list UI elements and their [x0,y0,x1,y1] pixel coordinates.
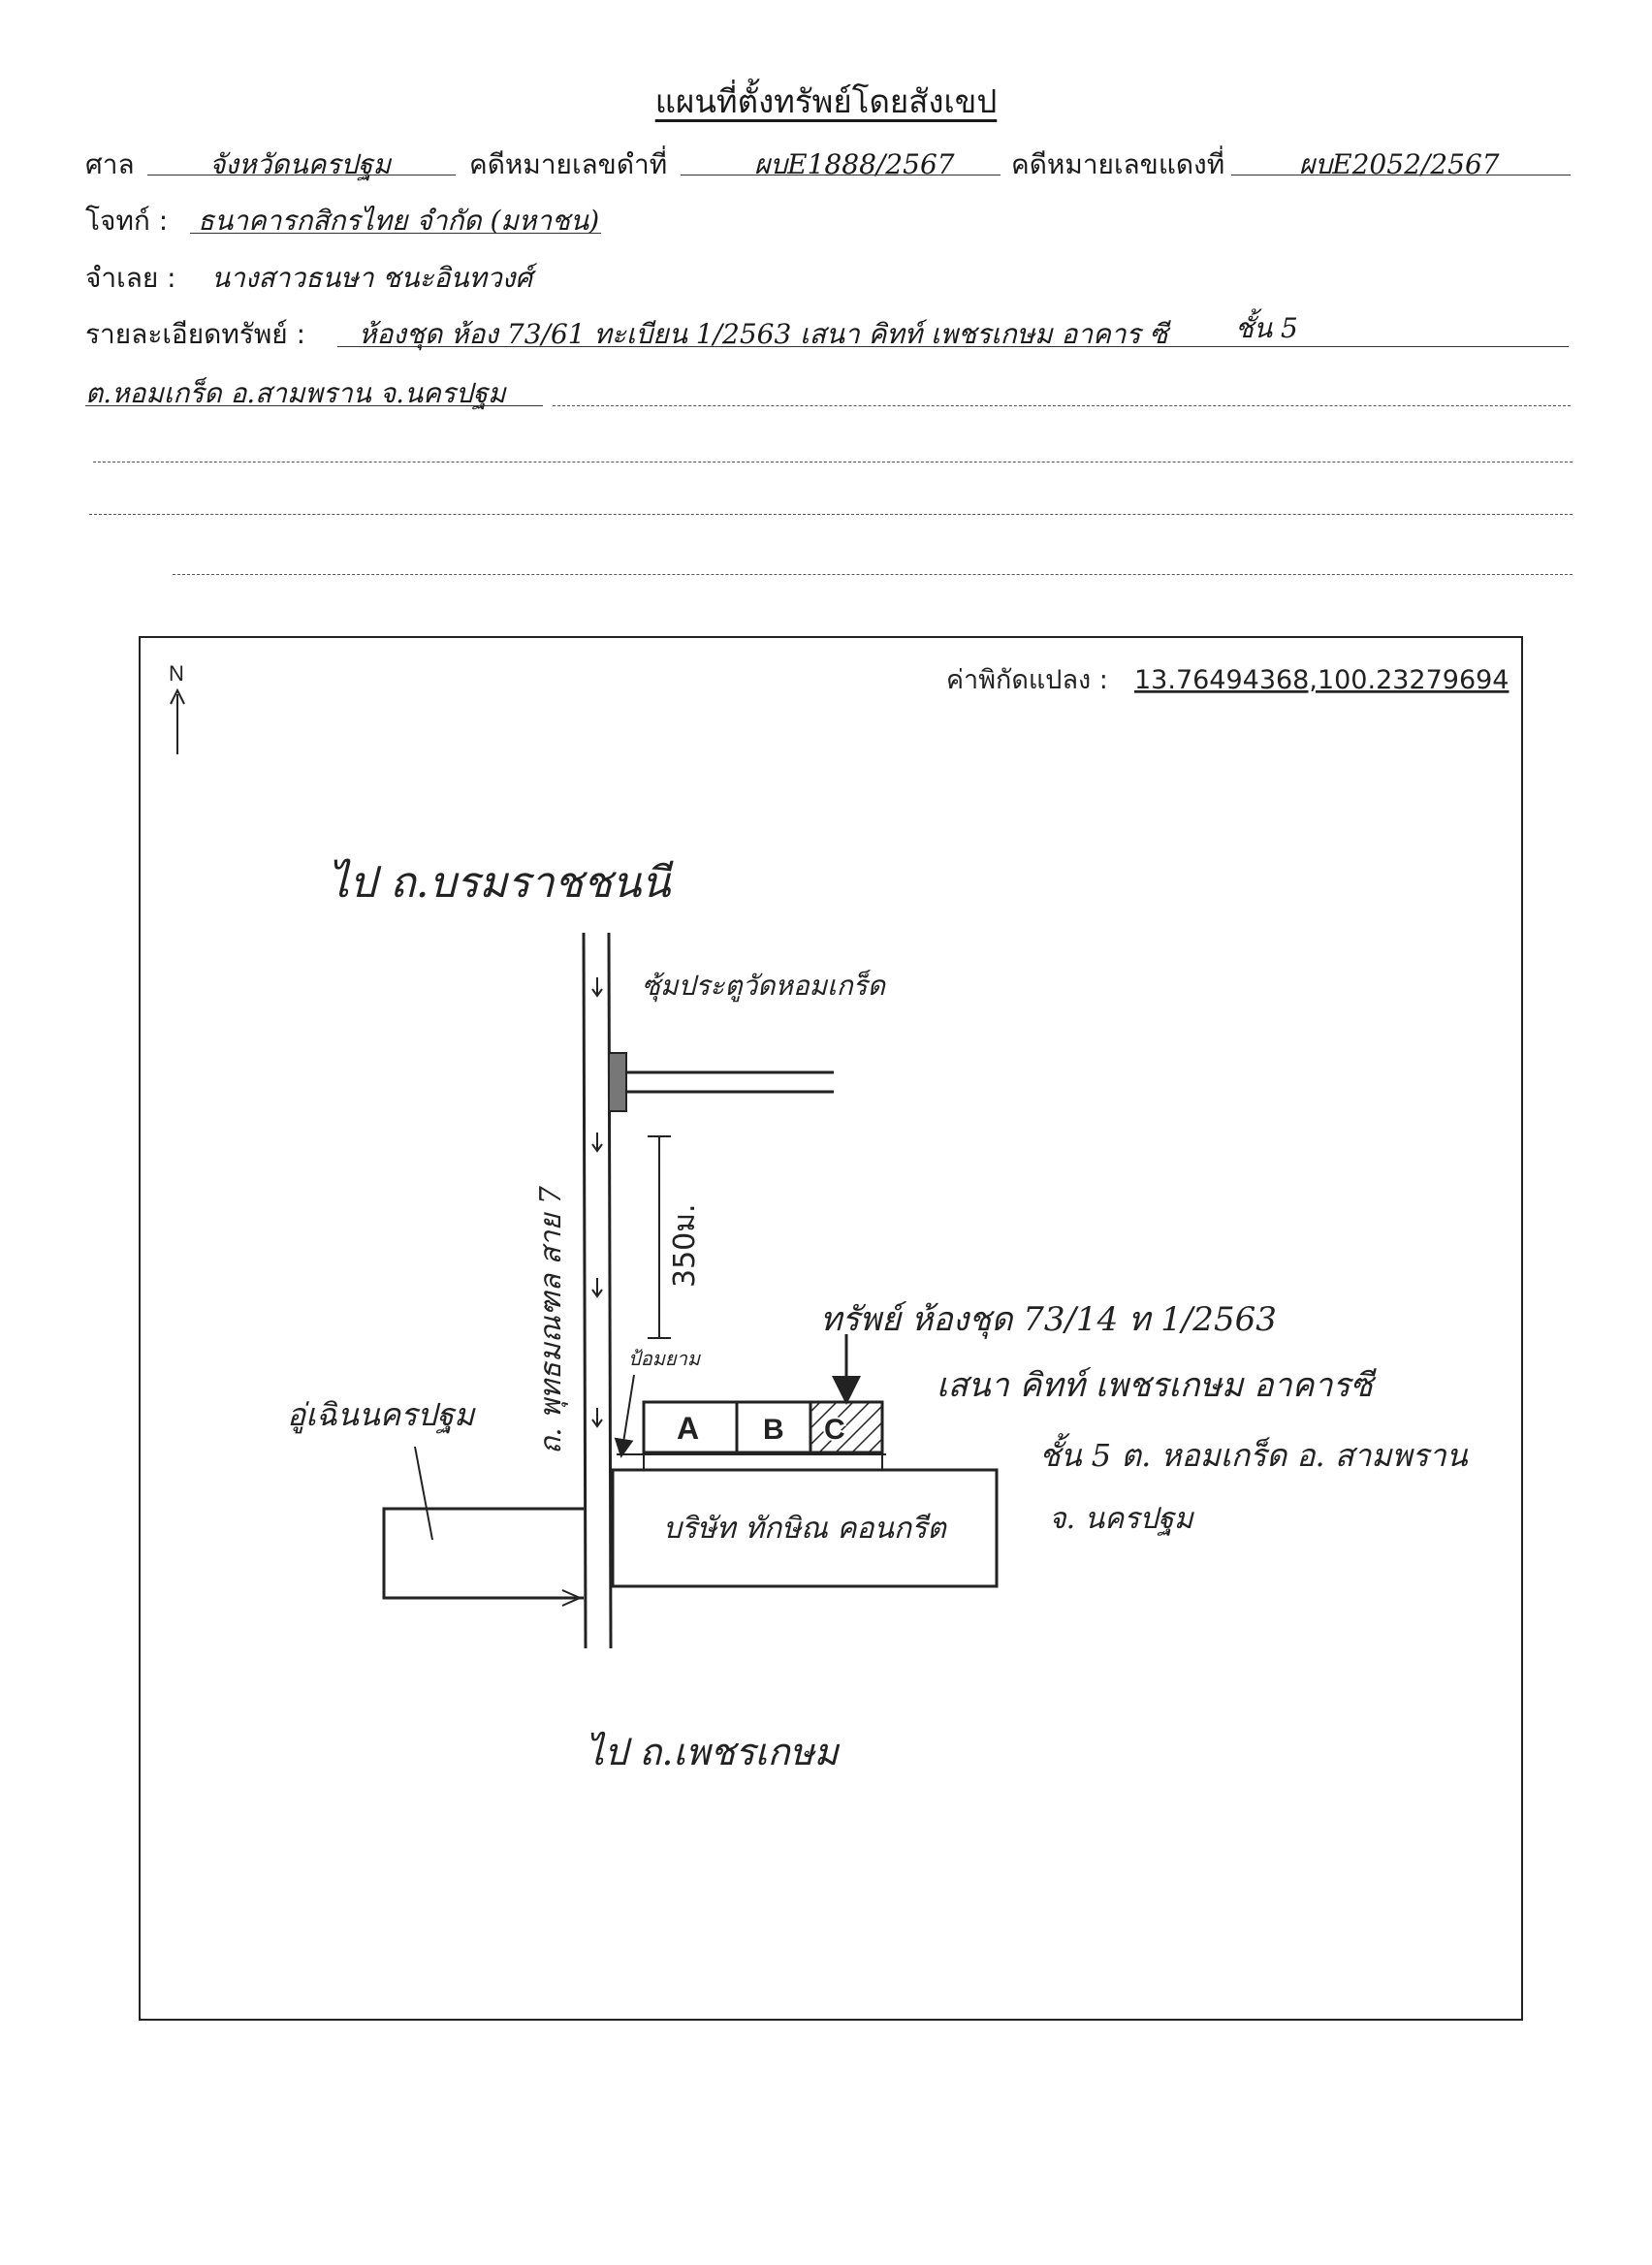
property-note-1: ทรัพย์ ห้องชุด 73/14 ท 1/2563 [820,1300,1277,1339]
line2-fill [553,405,1571,406]
property-note-3: ชั้น 5 ต. หอมเกร็ด อ. สามพราน [1039,1433,1469,1474]
coordinates-label: ค่าพิกัดแปลง : [946,665,1108,695]
line2-underline [85,405,543,406]
defendant-value: นางสาวธนษา ชนะอินทวงศ์ [211,262,533,294]
defendant-label: จำเลย : [85,262,176,294]
property-note-4: จ. นครปฐม [1049,1502,1195,1536]
property-line2-row: ต.หอมเกร็ด อ.สามพราน จ.นครปฐม [85,372,1578,417]
property-line2: ต.หอมเกร็ด อ.สามพราน จ.นครปฐม [85,377,506,409]
coordinates-value: 13.76494368,100.23279694 [1134,665,1509,695]
building-a-label: A [677,1411,699,1446]
property-row: รายละเอียดทรัพย์ : ห้องชุด ห้อง 73/61 ทะ… [85,312,1598,358]
building-c-label: C [824,1414,845,1446]
property-underline [337,346,1569,347]
defendant-row: จำเลย : นางสาวธนษา ชนะอินทวงศ์ [85,257,1578,302]
north-arrow-icon [170,687,185,754]
to-south-label: ไป ถ.เพชรเกษม [586,1731,841,1773]
plaintiff-row: โจทก์ : ธนาคารกสิกรไทย จำกัด (มหาชน) [85,200,1578,244]
north-label: N [169,661,184,686]
property-floor: ชั้น 5 [1235,312,1298,344]
guard-post-label: ป้อมยาม [628,1347,702,1370]
road-name: ถ. พุทธมณฑล สาย 7 [534,1185,568,1454]
black-case-label: คดีหมายเลขดำที่ [469,148,668,180]
plaintiff-underline [190,233,601,234]
guard-post-arrow-icon [614,1374,635,1458]
depot-leader-line [414,1446,433,1541]
plaintiff-label: โจทก์ : [85,205,169,237]
court-label: ศาล [85,148,135,180]
company-label: บริษัท ทักษิณ คอนกรีต [663,1512,947,1546]
main-road [582,932,613,1649]
blank-line-3 [173,574,1573,575]
property-value: ห้องชุด ห้อง 73/61 ทะเบียน 1/2563 เสนา ค… [359,318,1168,350]
company-plot [611,1468,999,1588]
temple-soi [608,1052,834,1112]
blank-line-1 [93,462,1573,463]
condo-buildings [617,1400,886,1470]
document-title: แผนที่ตั้งทรัพย์โดยสังเขป [654,82,998,120]
to-north-label: ไป ถ.บรมราชชนนี [328,858,674,908]
depot-label: อู่เฉินนครปฐม [287,1396,476,1434]
plaintiff-value: ธนาคารกสิกรไทย จำกัด (มหาชน) [198,205,600,237]
soi-label: ซุ้มประตูวัดหอมเกร็ด [642,970,887,1003]
distance-indicator [648,1135,671,1339]
red-case-label: คดีหมายเลขแดงที่ [1011,148,1225,180]
building-b-label: B [763,1414,784,1446]
distance-label: 350ม. [668,1203,702,1288]
property-label: รายละเอียดทรัพย์ : [85,318,306,350]
depot-plot [382,1507,584,1607]
blank-line-2 [89,514,1573,515]
property-note-2: เสนา คิทท์ เพชรเกษม อาคารซี [937,1366,1378,1405]
map-frame [139,636,1523,2021]
